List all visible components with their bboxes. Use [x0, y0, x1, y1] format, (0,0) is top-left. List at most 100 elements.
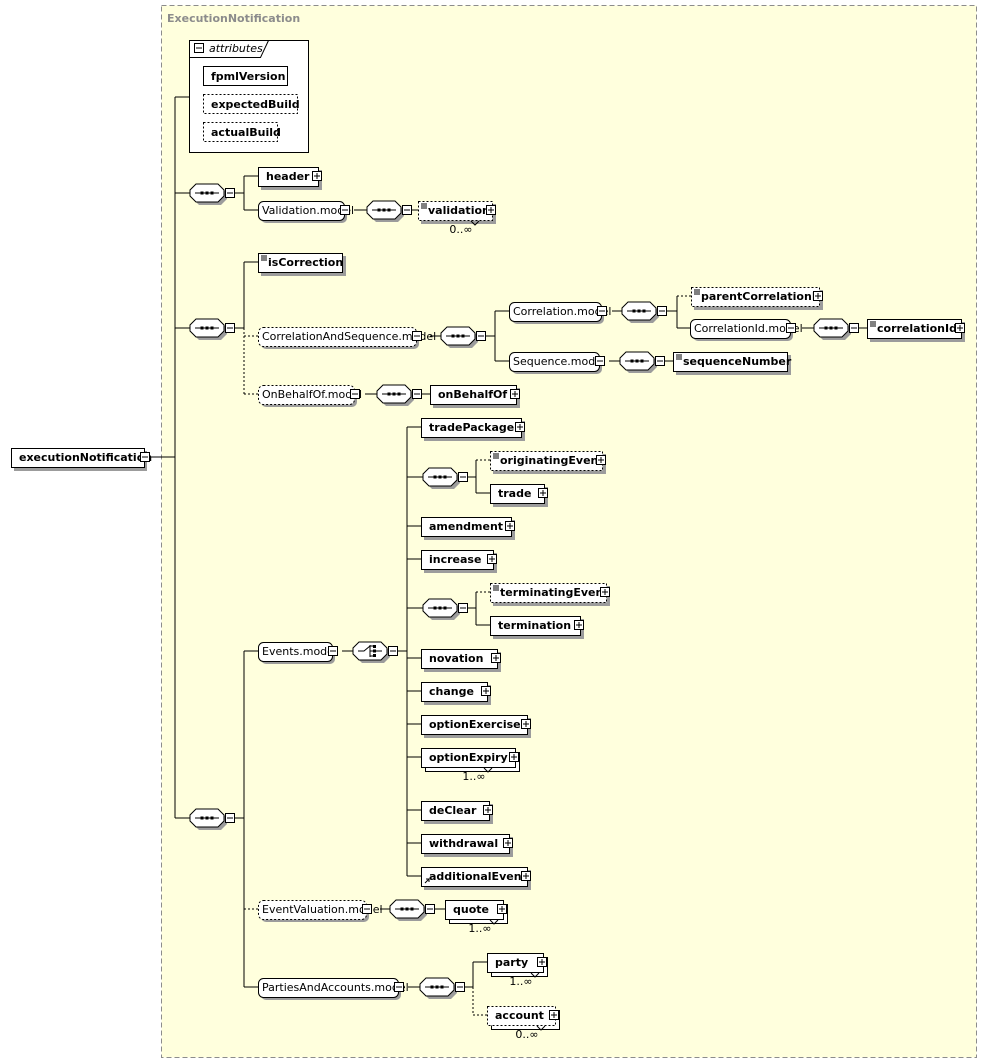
- attribute-expectedBuild-label: expectedBuild: [211, 98, 300, 111]
- root-element-label: executionNotification: [19, 451, 152, 464]
- element-withdrawal[interactable]: withdrawal: [421, 834, 514, 858]
- choice-compositor[interactable]: [352, 641, 390, 663]
- element-label: account: [495, 1009, 544, 1022]
- element-party[interactable]: party: [487, 953, 548, 977]
- group-onBehalfOf_model[interactable]: OnBehalfOf.model: [258, 385, 363, 408]
- element-label: header: [266, 170, 310, 183]
- element-increase[interactable]: increase: [421, 550, 498, 574]
- group-sequence_model[interactable]: Sequence.model: [509, 352, 606, 375]
- sequence-compositor[interactable]: [621, 301, 659, 323]
- documentation-icon: [493, 585, 499, 591]
- element-optionExercise[interactable]: optionExercise: [421, 715, 532, 739]
- element-label: sequenceNumber: [683, 355, 792, 368]
- element-label: novation: [429, 652, 483, 665]
- element-label: party: [495, 956, 528, 969]
- element-optionExpiry[interactable]: optionExpiry: [421, 748, 520, 772]
- element-label: optionExercise: [429, 718, 521, 731]
- group-correlation_model[interactable]: Correlation.model: [509, 302, 612, 325]
- root-element[interactable]: executionNotification: [11, 448, 153, 472]
- element-deClear[interactable]: deClear: [421, 801, 494, 825]
- group-label: CorrelationAndSequence.model: [262, 330, 436, 343]
- element-quote[interactable]: quote: [445, 900, 508, 924]
- documentation-icon: [421, 203, 427, 209]
- sequence-compositor[interactable]: [440, 326, 478, 348]
- sequence-compositor[interactable]: [189, 183, 227, 205]
- documentation-icon: [694, 289, 700, 295]
- element-label: isCorrection: [268, 256, 343, 269]
- cardinality-label: 0..∞: [515, 1028, 538, 1041]
- element-sequenceNumber[interactable]: sequenceNumber: [673, 352, 792, 376]
- documentation-icon: [676, 354, 682, 360]
- element-label: quote: [453, 903, 489, 916]
- attribute-fpmlVersion[interactable]: [203, 66, 288, 86]
- group-correlationId_model[interactable]: CorrelationId.model: [690, 319, 803, 342]
- sequence-compositor[interactable]: [422, 598, 460, 620]
- cardinality-label: 0..∞: [449, 223, 472, 236]
- element-label: additionalEvent: [429, 870, 527, 883]
- sequence-compositor[interactable]: [366, 200, 404, 222]
- element-additionalEvent[interactable]: additionalEvent: [421, 867, 532, 891]
- cardinality-label: 1..∞: [509, 975, 532, 988]
- element-novation[interactable]: novation: [421, 649, 502, 673]
- documentation-icon: [493, 453, 499, 459]
- panel-title: ExecutionNotification: [167, 12, 300, 25]
- element-label: parentCorrelationId: [701, 290, 824, 303]
- element-label: onBehalfOf: [438, 388, 507, 401]
- attributes-label: attributes: [209, 42, 263, 55]
- element-change[interactable]: change: [421, 682, 492, 706]
- group-validation_model[interactable]: Validation.model: [258, 201, 355, 224]
- element-label: optionExpiry: [429, 751, 508, 764]
- sequence-compositor[interactable]: [189, 318, 227, 340]
- element-account[interactable]: account: [487, 1006, 560, 1030]
- group-label: EventValuation.model: [262, 903, 383, 916]
- sequence-compositor[interactable]: [422, 467, 460, 489]
- sequence-compositor[interactable]: [376, 384, 414, 406]
- element-parentCorrelationId[interactable]: parentCorrelationId: [691, 287, 824, 311]
- sequence-compositor[interactable]: [419, 977, 457, 999]
- element-label: trade: [498, 487, 531, 500]
- documentation-icon: [261, 255, 267, 261]
- element-label: terminatingEvent: [500, 586, 609, 599]
- element-terminatingEvent[interactable]: terminatingEvent: [490, 583, 611, 607]
- group-partiesAndAccounts_model[interactable]: PartiesAndAccounts.model: [258, 978, 409, 1001]
- attributes-group: attributes fpmlVersion expectedBuild act…: [189, 40, 309, 153]
- group-events_model[interactable]: Events.model: [258, 642, 338, 665]
- reference-icon: [424, 878, 430, 884]
- sequence-compositor[interactable]: [813, 318, 851, 340]
- group-eventValuation_model[interactable]: EventValuation.model: [258, 900, 383, 923]
- element-termination[interactable]: termination: [490, 616, 585, 640]
- group-label: OnBehalfOf.model: [262, 388, 362, 401]
- attribute-fpmlVersion-label: fpmlVersion: [211, 70, 285, 83]
- element-label: correlationId: [877, 322, 957, 335]
- element-correlationId[interactable]: correlationId: [867, 319, 966, 343]
- cardinality-label: 1..∞: [462, 770, 485, 783]
- element-label: tradePackage: [429, 421, 514, 434]
- attribute-actualBuild[interactable]: [203, 122, 278, 142]
- group-correlation_and_sequence_model[interactable]: CorrelationAndSequence.model: [258, 327, 437, 350]
- element-label: deClear: [429, 804, 477, 817]
- group-label: Sequence.model: [513, 355, 605, 368]
- element-originatingEvent[interactable]: originatingEvent: [490, 451, 607, 475]
- attribute-expectedBuild[interactable]: [203, 94, 298, 114]
- element-label: validation: [428, 204, 490, 217]
- element-label: change: [429, 685, 474, 698]
- element-tradePackage[interactable]: tradePackage: [421, 418, 526, 442]
- element-trade[interactable]: trade: [490, 484, 549, 508]
- group-label: Correlation.model: [513, 305, 611, 318]
- sequence-compositor[interactable]: [189, 808, 227, 830]
- element-validation[interactable]: validation: [418, 201, 497, 225]
- element-label: termination: [498, 619, 571, 632]
- element-onBehalfOf[interactable]: onBehalfOf: [430, 385, 521, 409]
- element-header[interactable]: header: [258, 167, 323, 191]
- group-label: Validation.model: [262, 204, 354, 217]
- schema-nodes: executionNotification Validation.modelCor…: [11, 167, 966, 1041]
- element-amendment[interactable]: amendment: [421, 517, 516, 541]
- element-label: increase: [429, 553, 481, 566]
- cardinality-label: 1..∞: [468, 922, 491, 935]
- sequence-compositor[interactable]: [389, 899, 427, 921]
- group-label: Events.model: [262, 645, 337, 658]
- documentation-icon: [870, 321, 876, 327]
- sequence-compositor[interactable]: [619, 351, 657, 373]
- element-isCorrection[interactable]: isCorrection: [258, 253, 347, 277]
